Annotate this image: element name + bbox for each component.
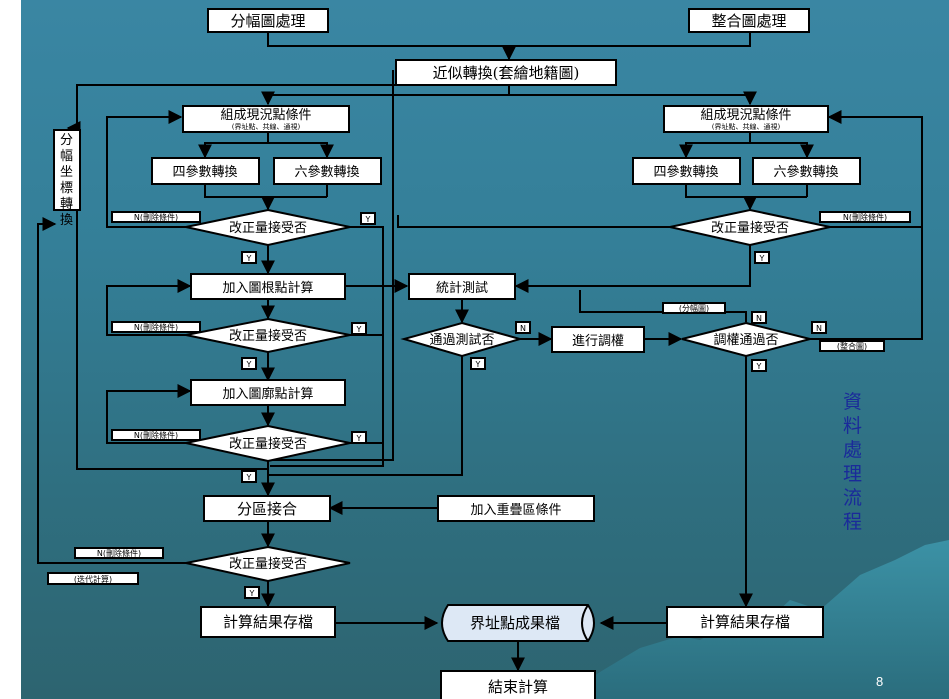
node-four-param-right: 四參數轉換 (632, 157, 741, 185)
node-six-param-left-label: 六參數轉換 (294, 165, 359, 180)
node-select-points-right-sub: (界址點、共線、通視) (712, 122, 781, 131)
node-select-points-left: 組成現況點條件 (界址點、共線、通視) (182, 105, 350, 133)
node-zone-join-label: 分區接合 (237, 500, 297, 518)
label-n-remove-4: N(刪除條件) (97, 548, 141, 558)
node-merge-process-label: 整合圖處理 (711, 12, 786, 30)
node-add-overlap-label: 加入重疊區條件 (470, 502, 561, 518)
label-split-map: (分幅圖) (679, 303, 709, 313)
node-end-label: 結束計算 (488, 678, 548, 696)
node-coord-transform: 分 幅坐標轉換 (53, 129, 81, 228)
node-six-param-left: 六參數轉換 (273, 157, 382, 185)
node-stat-test-label: 統計測試 (436, 280, 488, 296)
node-select-points-right-label: 組成現況點條件 (700, 108, 791, 123)
label-n-adjust: N (756, 314, 762, 323)
node-add-root-points-label: 加入圖根點計算 (222, 280, 313, 296)
sidebar-title: 資 料處理流程 (843, 391, 868, 533)
label-y-5: Y (356, 434, 362, 443)
label-n-remove-3: N(刪除條件) (134, 430, 178, 440)
node-add-parcel-points: 加入圖廓點計算 (190, 379, 346, 406)
node-four-param-left-label: 四參數轉換 (172, 165, 237, 180)
label-n-adjust-2: N (816, 324, 822, 333)
node-merge-process: 整合圖處理 (688, 8, 810, 33)
node-end: 結束計算 (440, 670, 596, 699)
node-accept-right-label: 改正量接受否 (711, 220, 789, 236)
node-adjust-label: 進行調權 (572, 334, 624, 349)
node-coord-transform-label: 分 幅坐標轉換 (60, 133, 77, 228)
node-zone-join: 分區接合 (203, 495, 331, 522)
node-approx-transform: 近似轉換(套繪地籍圖) (395, 59, 617, 86)
node-save-right: 計算結果存檔 (666, 606, 824, 638)
node-add-overlap: 加入重疊區條件 (437, 495, 595, 522)
edge-labels: N(刪除條件) Y Y N(刪除條件) Y Y N(刪除條件) Y Y N(刪除… (47, 211, 911, 599)
node-boundary-file: 界址點成果檔 (441, 604, 595, 642)
node-save-left-label: 計算結果存檔 (223, 613, 313, 631)
node-pass-test-label: 通過測試否 (429, 332, 494, 348)
node-six-param-right: 六參數轉換 (752, 157, 861, 185)
label-y-pass: Y (475, 360, 481, 369)
node-accept-1-label: 改正量接受否 (229, 220, 307, 236)
node-save-left: 計算結果存檔 (200, 606, 336, 638)
node-four-param-right-label: 四參數轉換 (653, 165, 718, 180)
node-accept-2: 改正量接受否 (185, 317, 351, 354)
node-accept-3: 改正量接受否 (185, 424, 351, 463)
node-accept-1: 改正量接受否 (185, 208, 351, 247)
node-adjust-pass: 調權通過否 (681, 321, 811, 358)
node-split-process-label: 分幅圖處理 (230, 12, 305, 30)
label-n-remove-1: N(刪除條件) (134, 212, 178, 222)
node-save-right-label: 計算結果存檔 (700, 613, 790, 631)
node-four-param-left: 四參數轉換 (151, 157, 260, 185)
label-y-3: Y (356, 325, 362, 334)
node-accept-right: 改正量接受否 (669, 208, 831, 247)
mountain-decoration (560, 540, 949, 699)
node-select-points-left-sub: (界址點、共線、通視) (232, 122, 301, 131)
node-stat-test: 統計測試 (408, 273, 516, 300)
node-adjust: 進行調權 (551, 326, 645, 353)
page-number: 8 (876, 674, 883, 689)
node-boundary-file-label: 界址點成果檔 (470, 614, 560, 632)
node-split-process: 分幅圖處理 (207, 8, 329, 33)
label-merge-map: (整合圖) (837, 341, 867, 351)
node-add-parcel-points-label: 加入圖廓點計算 (222, 386, 313, 402)
node-accept-4-label: 改正量接受否 (229, 556, 307, 572)
node-accept-3-label: 改正量接受否 (229, 436, 307, 452)
label-n-remove-2: N(刪除條件) (134, 322, 178, 332)
label-y-4: Y (246, 360, 252, 369)
label-iterate: (迭代計算) (74, 574, 112, 584)
label-y-7: Y (249, 589, 255, 598)
label-n-remove-right: N(刪除條件) (843, 212, 887, 222)
node-select-points-right: 組成現況點條件 (界址點、共線、通視) (663, 105, 829, 133)
node-add-root-points: 加入圖根點計算 (190, 273, 346, 300)
node-adjust-pass-label: 調權通過否 (713, 333, 778, 348)
label-y-1: Y (365, 215, 371, 224)
node-six-param-right-label: 六參數轉換 (773, 165, 838, 180)
label-y-2: Y (246, 254, 252, 263)
label-y-adjust: Y (756, 362, 762, 371)
slide-left-margin (0, 0, 21, 699)
node-approx-transform-label: 近似轉換(套繪地籍圖) (433, 64, 580, 82)
node-select-points-left-label: 組成現況點條件 (220, 108, 311, 123)
label-y-right: Y (759, 254, 765, 263)
node-accept-4: 改正量接受否 (185, 545, 351, 583)
node-pass-test: 通過測試否 (400, 321, 524, 358)
label-n-pass: N (520, 324, 526, 333)
label-y-6: Y (246, 473, 252, 482)
node-accept-2-label: 改正量接受否 (229, 328, 307, 344)
